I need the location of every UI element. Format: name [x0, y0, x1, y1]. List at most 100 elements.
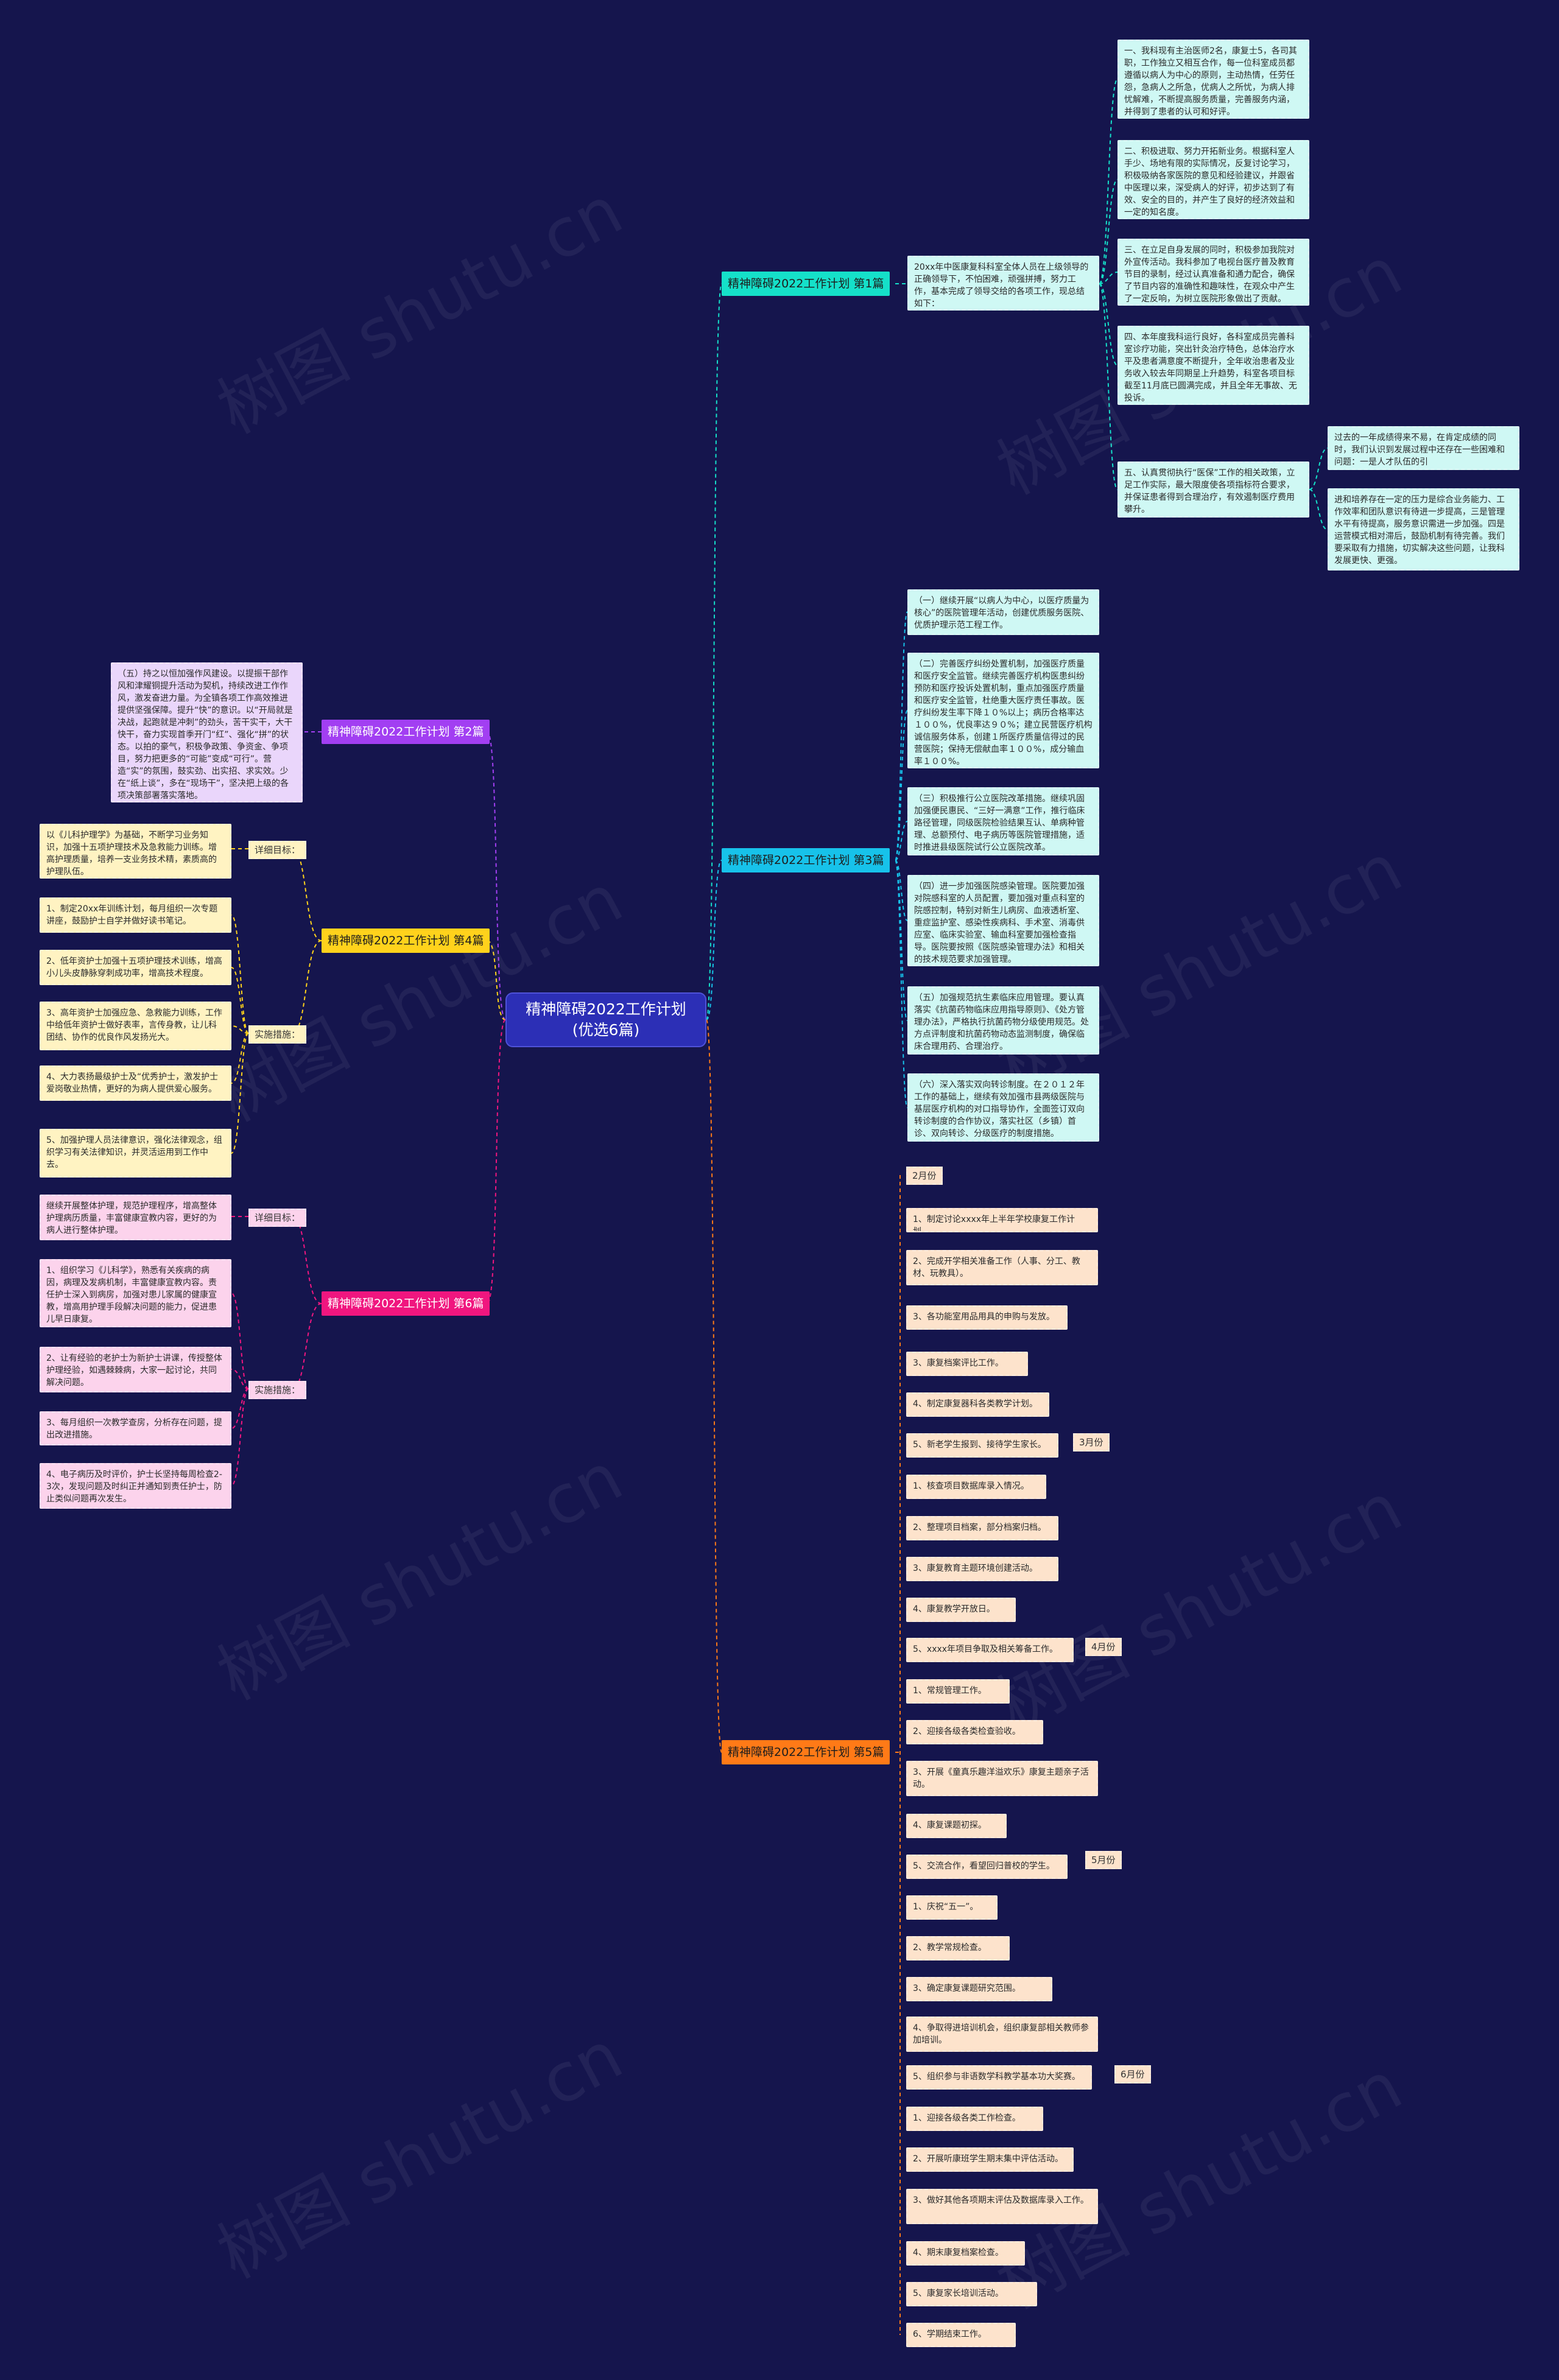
b1-intro[interactable]: 20xx年中医康复科科室全体人员在上级领导的正确领导下，不怕困难，顽强拼搏，努力…	[907, 256, 1099, 311]
b5-item[interactable]: 4、期末康复档案检查。	[906, 2241, 1025, 2266]
b5-item[interactable]: 2、开展听康班学生期末集中评估活动。	[906, 2147, 1074, 2172]
b3-item-2[interactable]: （二）完善医疗纠纷处置机制，加强医疗质量和医疗安全监管。继续完善医疗机构医患纠纷…	[907, 653, 1099, 768]
b5-item[interactable]: 4、康复课题初探。	[906, 1814, 1007, 1838]
b5-item[interactable]: 5、康复家长培训活动。	[906, 2282, 1037, 2306]
connector-line	[895, 821, 908, 861]
connector-line	[1099, 179, 1118, 284]
b5-item[interactable]: 3、确定康复课题研究范围。	[906, 1977, 1052, 2001]
b5-item[interactable]: 6、学期结束工作。	[906, 2323, 1016, 2347]
connector-line	[231, 914, 249, 1034]
connector-line	[487, 731, 506, 1020]
b5-month-feb[interactable]: 2月份	[906, 1167, 943, 1185]
connector-line	[231, 1388, 249, 1486]
b5-item[interactable]: 3、开展《童真乐趣洋溢欢乐》康复主题亲子活动。	[906, 1761, 1098, 1796]
b5-item[interactable]: 2、整理项目档案，部分档案归档。	[906, 1516, 1058, 1540]
b5-month-may[interactable]: 5月份	[1085, 1851, 1122, 1869]
b4-measure-1[interactable]: 1、制定20xx年训练计划，每月组织一次专题讲座，鼓励护士自学并做好读书笔记。	[40, 897, 231, 933]
b4-measure-3[interactable]: 3、高年资护士加强应急、急救能力训练，工作中给低年资护士做好表率，言传身教，让儿…	[40, 1002, 231, 1050]
b5-item[interactable]: 3、康复档案评比工作。	[906, 1352, 1028, 1376]
connector-line	[1099, 283, 1118, 490]
b1-item-1[interactable]: 一、我科现有主治医师2名，康复士5，各司其职，工作独立又相互合作，每一位科室成员…	[1117, 40, 1309, 119]
b5-month-jun[interactable]: 6月份	[1114, 2065, 1151, 2083]
branch-2[interactable]: 精神障碍2022工作计划 第2篇	[322, 720, 490, 744]
b1-item-4[interactable]: 四、本年度我科运行良好，各科室成员完善科室诊疗功能，突出针灸治疗特色，总体治疗水…	[1117, 326, 1309, 405]
root-topic[interactable]: 精神障碍2022工作计划(优选6篇)	[505, 992, 706, 1047]
connector-line	[895, 860, 908, 1108]
b5-item[interactable]: 5、xxxx年项目争取及相关筹备工作。	[906, 1638, 1074, 1662]
b6-measure-4[interactable]: 4、电子病历及时评价，护士长坚持每周检查2-3次，发现问题及时纠正并通知到责任护…	[40, 1463, 231, 1509]
b3-item-1[interactable]: （一）继续开展“以病人为中心，以医疗质量为核心”的医院管理年活动，创建优质服务医…	[907, 589, 1099, 635]
b3-item-6[interactable]: （六）深入落实双向转诊制度。在２０１２年工作的基础上，继续有效加强市县两级医院与…	[907, 1073, 1099, 1142]
branch-6[interactable]: 精神障碍2022工作计划 第6篇	[322, 1291, 490, 1316]
b5-item[interactable]: 5、交流合作，看望回归普校的学生。	[906, 1855, 1068, 1879]
b5-item[interactable]: 5、组织参与非语数学科教学基本功大奖赛。	[906, 2065, 1092, 2090]
connector-line	[706, 1019, 722, 1753]
b5-item[interactable]: 3、各功能室用品用具的申购与发放。	[906, 1305, 1068, 1330]
connector-line	[706, 283, 722, 1020]
b3-item-4[interactable]: （四）进一步加强医院感染管理。医院要加强对院感科室的人员配置，要加强对重点科室的…	[907, 875, 1099, 966]
b1-item-3[interactable]: 三、在立足自身发展的同时，积极参加我院对外宣传活动。我科参加了电视台医疗普及教育…	[1117, 239, 1309, 306]
b6-detail[interactable]: 继续开展整体护理，规范护理程序，增高整体护理病历质量，丰富健康宣教内容，更好的为…	[40, 1195, 231, 1240]
b5-item[interactable]: 1、常规管理工作。	[906, 1679, 1010, 1704]
b4-measure-2[interactable]: 2、低年资护士加强十五项护理技术训练，增高小儿头皮静脉穿刺成功率，增高技术程度。	[40, 950, 231, 985]
b5-item[interactable]: 4、康复教学开放日。	[906, 1598, 1016, 1622]
connector-line	[487, 1019, 506, 1304]
b5-item[interactable]: 4、争取得进培训机会，组织康复部相关教师参加培训。	[906, 2017, 1098, 2052]
b5-item[interactable]: 2、教学常规检查。	[906, 1936, 1010, 1961]
branch-4[interactable]: 精神障碍2022工作计划 第4篇	[322, 928, 490, 953]
b3-item-3[interactable]: （三）积极推行公立医院改革措施。继续巩固加强便民惠民、“三好一满意”工作，推行临…	[907, 787, 1099, 855]
b6-measure-3[interactable]: 3、每月组织一次教学查房，分析存在问题，提出改进措施。	[40, 1411, 231, 1445]
connector-line	[1099, 283, 1118, 366]
b6-measure-1[interactable]: 1、组织学习《儿科学》，熟悉有关疾病的病因，病理及发病机制，丰富健康宣教内容。责…	[40, 1259, 231, 1327]
b1-item-2[interactable]: 二、积极进取、努力开拓新业务。根据科室人手少、场地有限的实际情况，反复讨论学习，…	[1117, 140, 1309, 219]
connector-line	[231, 1033, 249, 1084]
connector-line	[231, 1369, 249, 1389]
b4-detail-label: 详细目标：	[248, 841, 307, 859]
b5-item[interactable]: 5、新老学生报到、接待学生家长。	[906, 1433, 1058, 1458]
watermark: 树图 shutu.cn	[205, 1437, 635, 1715]
b1-sub-1[interactable]: 过去的一年成绩得来不易，在肯定成绩的同时，我们认识到发展过程中还存在一些困难和问…	[1328, 426, 1519, 470]
b1-item-5[interactable]: 五、认真贯彻执行“医保”工作的相关政策，立足工作实际，最大限度使各项指标符合要求…	[1117, 462, 1309, 518]
b5-item[interactable]: 1、迎接各级各类工作检查。	[906, 2107, 1043, 2131]
b5-item[interactable]: 1、庆祝“五一”。	[906, 1895, 998, 1920]
b5-item[interactable]: 3、做好其他各项期末评估及数据库录入工作。	[906, 2189, 1098, 2224]
b5-item[interactable]: 2、迎接各级各类检查验收。	[906, 1720, 1043, 1744]
connector-line	[292, 1216, 322, 1304]
connector-line	[231, 1388, 249, 1429]
b5-item[interactable]: 3、康复教育主题环境创建活动。	[906, 1557, 1058, 1581]
b6-detail-label: 详细目标：	[248, 1209, 307, 1227]
connector-line	[1309, 489, 1328, 530]
connector-line	[231, 1033, 249, 1154]
connector-line	[231, 967, 249, 1034]
branch-1[interactable]: 精神障碍2022工作计划 第1篇	[722, 272, 890, 296]
b4-measure-5[interactable]: 5、加强护理人员法律意识，强化法律观念，组织学习有关法律知识，并灵活运用到工作中…	[40, 1129, 231, 1178]
connector-line	[1099, 272, 1118, 284]
connector-line	[231, 1025, 249, 1034]
connector-line	[292, 940, 322, 1034]
b5-month-apr[interactable]: 4月份	[1085, 1638, 1122, 1656]
b4-detail[interactable]: 以《儿科护理学》为基础，不断学习业务知识，加强十五项护理技术及急救能力训练。增高…	[40, 824, 231, 879]
watermark: 树图 shutu.cn	[205, 171, 635, 449]
connector-line	[895, 710, 908, 861]
b1-sub-2[interactable]: 进和培养存在一定的压力是综合业务能力、工作效率和团队意识有待进一步提高，三是管理…	[1328, 488, 1519, 570]
branch-3[interactable]: 精神障碍2022工作计划 第3篇	[722, 848, 890, 872]
branch-5[interactable]: 精神障碍2022工作计划 第5篇	[722, 1740, 890, 1764]
connector-line	[231, 1293, 249, 1389]
b5-item[interactable]: 4、制定康复器科各类教学计划。	[906, 1392, 1049, 1417]
b4-measure-4[interactable]: 4、大力表扬最级护士及“优秀护士，激发护士爱岗敬业热情，更好的为病人提供爱心服务…	[40, 1065, 231, 1101]
b5-month-mar[interactable]: 3月份	[1073, 1433, 1110, 1452]
connector-line	[895, 860, 908, 1021]
b2-item-1[interactable]: （五）持之以恒加强作风建设。以提振干部作风和津耀铜提升活动为契机，持续改进工作作…	[111, 662, 303, 802]
b5-item[interactable]: 1、核查项目数据库录入情况。	[906, 1475, 1046, 1499]
b5-item[interactable]: 1、制定讨论xxxx年上半年学校康复工作计划。	[906, 1208, 1098, 1232]
b3-item-5[interactable]: （五）加强规范抗生素临床应用管理。要认真落实《抗菌药物临床应用指导原则》、《处方…	[907, 986, 1099, 1055]
b5-item[interactable]: 2、完成开学相关准备工作（人事、分工、教材、玩教具）。	[906, 1250, 1098, 1285]
b6-measure-2[interactable]: 2、让有经验的老护士为新护士讲课，传授整体护理经验，如遇棘棘病，大家一起讨论，共…	[40, 1347, 231, 1392]
watermark: 树图 shutu.cn	[205, 2016, 635, 2294]
connector-line	[1099, 79, 1118, 284]
b4-measure-label: 实施措施：	[248, 1025, 307, 1044]
connector-line	[487, 940, 506, 1020]
connector-line	[1309, 448, 1328, 490]
